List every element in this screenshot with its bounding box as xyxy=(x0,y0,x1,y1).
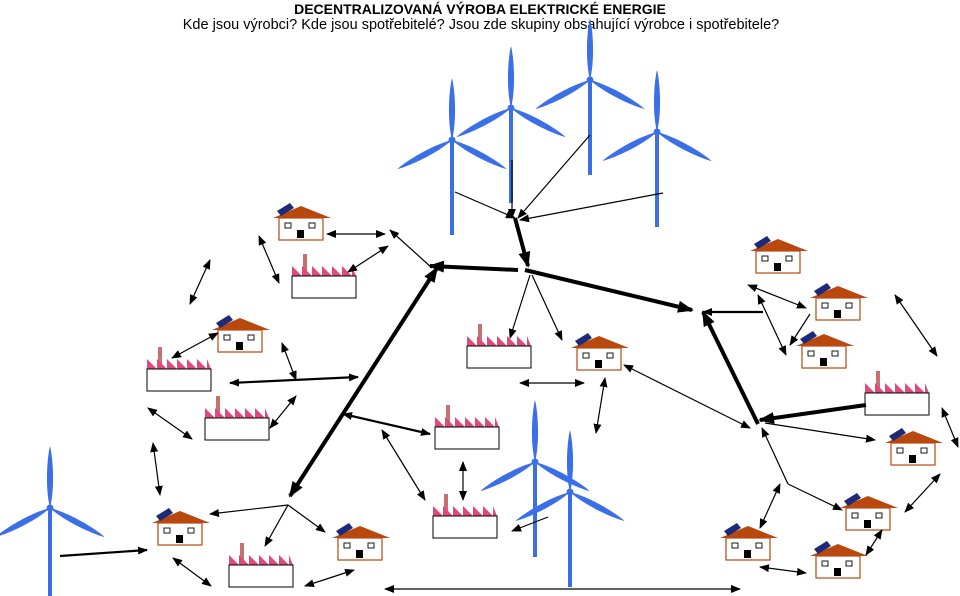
connection-line xyxy=(150,442,163,496)
wind-turbine-icon xyxy=(454,46,568,203)
connection-line xyxy=(229,373,359,387)
page-title: DECENTRALIZOVANÁ VÝROBA ELEKTRICKÉ ENERG… xyxy=(294,0,666,17)
connection-line xyxy=(172,557,212,587)
factory-icon xyxy=(864,370,930,416)
connection-line xyxy=(517,134,591,219)
factory-icon xyxy=(432,493,498,539)
connection-line xyxy=(865,529,883,556)
connection-line xyxy=(904,473,941,513)
wind-turbine-icon xyxy=(0,446,107,596)
connection-line xyxy=(511,516,549,532)
wind-turbine-icon xyxy=(513,430,627,587)
connection-line xyxy=(593,377,608,434)
factory-icon xyxy=(204,395,270,441)
connection-line xyxy=(281,342,297,381)
connection-line xyxy=(147,407,193,440)
connection-line xyxy=(761,427,789,485)
factory-icon xyxy=(434,404,500,450)
house-icon xyxy=(749,235,809,274)
connection-line xyxy=(759,483,781,529)
connection-line xyxy=(258,235,280,284)
connection-line xyxy=(269,395,297,429)
connection-line xyxy=(342,412,431,436)
house-icon xyxy=(719,522,779,561)
house-icon xyxy=(272,202,332,241)
connection-line xyxy=(759,564,807,576)
connection-line xyxy=(757,294,787,356)
wind-turbine-icon xyxy=(395,78,509,235)
connection-line xyxy=(623,364,751,429)
connection-line xyxy=(789,313,811,346)
page-subtitle: Kde jsou výrobci? Kde jsou spotřebitelé?… xyxy=(183,17,779,33)
connection-line xyxy=(941,407,959,448)
connection-line xyxy=(519,192,664,223)
main-line xyxy=(288,266,439,498)
main-line xyxy=(758,403,867,424)
connection-line xyxy=(787,483,843,511)
connection-line xyxy=(454,191,516,219)
factory-icon xyxy=(466,323,532,369)
connection-line xyxy=(747,284,807,309)
connection-line xyxy=(304,568,355,588)
connection-line xyxy=(894,294,938,357)
factory-icon xyxy=(291,253,357,299)
house-icon xyxy=(151,507,211,546)
connection-line xyxy=(389,229,433,269)
connection-line xyxy=(171,332,219,359)
connection-line xyxy=(764,422,876,443)
connection-line xyxy=(264,504,289,547)
house-icon xyxy=(570,332,630,371)
connection-line xyxy=(508,274,531,339)
main-line xyxy=(524,268,694,313)
main-line xyxy=(513,217,531,268)
house-icon xyxy=(331,522,391,561)
connection-line xyxy=(381,429,426,501)
house-icon xyxy=(795,330,855,369)
factory-icon xyxy=(228,542,294,588)
house-icon xyxy=(211,314,271,353)
main-line xyxy=(701,310,760,425)
connection-line xyxy=(531,274,563,341)
wind-turbine-icon xyxy=(533,18,647,175)
house-icon xyxy=(839,492,899,531)
main-line xyxy=(428,260,519,273)
connection-line xyxy=(287,504,326,533)
connection-line xyxy=(347,245,389,273)
connection-line xyxy=(209,504,289,517)
house-icon xyxy=(809,540,869,579)
house-icon xyxy=(809,282,869,321)
connection-line xyxy=(189,259,211,305)
house-icon xyxy=(884,427,944,466)
connection-line xyxy=(59,546,148,558)
